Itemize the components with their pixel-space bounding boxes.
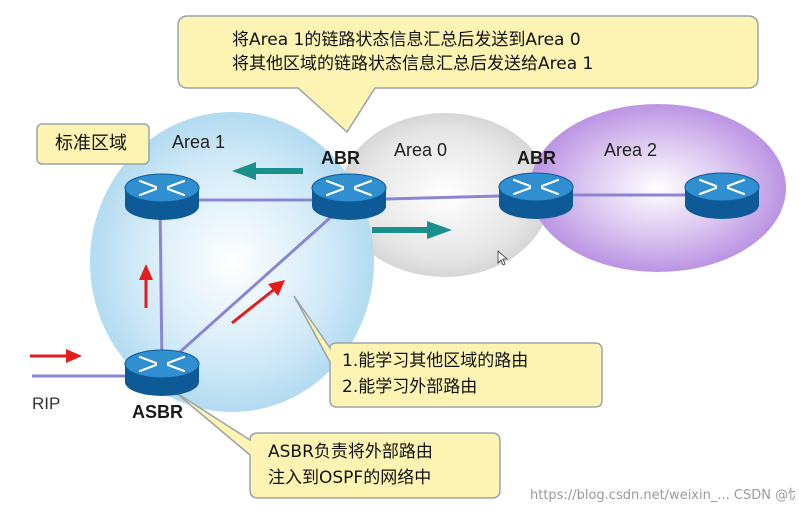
asbr-callout-bubble <box>174 391 501 499</box>
red-arrow-up-head <box>139 264 153 280</box>
router-abr-right-icon <box>498 172 574 219</box>
learn-callout-line1: 1.能学习其他区域的路由 <box>342 351 529 371</box>
red-arrow-diag-head <box>268 280 285 296</box>
learn-callout-bubble <box>293 295 603 408</box>
learn-callout-line2: 2.能学习外部路由 <box>342 377 478 397</box>
area0-label: Area 0 <box>394 140 448 160</box>
router-asbr-icon <box>124 349 200 396</box>
rip-label: RIP <box>32 394 61 413</box>
abr-left-label: ABR <box>321 148 360 168</box>
asbr-label: ASBR <box>132 402 184 422</box>
abr-right-label: ABR <box>517 148 556 168</box>
router-area1-icon <box>124 173 200 220</box>
top-callout-bubble <box>177 15 759 134</box>
area2-region <box>530 104 786 272</box>
top-callout-line2: 将其他区域的链路状态信息汇总后发送给Area 1 <box>232 54 594 74</box>
link-asbr-abr1 <box>161 198 351 370</box>
teal-arrow-right <box>372 221 452 239</box>
standard-area-box <box>36 123 150 165</box>
mouse-cursor-icon <box>497 250 509 266</box>
csdn-watermark: https://blog.csdn.net/weixin_... CSDN @忧… <box>530 488 795 503</box>
area0-region <box>340 113 550 277</box>
teal-arrow-left <box>232 162 303 180</box>
router-area2-icon <box>684 172 760 219</box>
top-callout-line1: 将Area 1的链路状态信息汇总后发送到Area 0 <box>232 30 581 50</box>
red-arrow-rip-head <box>66 349 82 363</box>
red-arrow-diag-line <box>231 286 277 325</box>
router-abr-left-icon <box>311 173 387 220</box>
asbr-callout-line1: ASBR负责将外部路由 <box>268 442 433 462</box>
link-r1-asbr <box>158 199 164 369</box>
area1-label: Area 1 <box>172 132 226 152</box>
asbr-callout-line2: 注入到OSPF的网络中 <box>268 468 432 488</box>
standard-area-label: 标准区域 <box>55 133 127 154</box>
area2-label: Area 2 <box>604 140 658 160</box>
